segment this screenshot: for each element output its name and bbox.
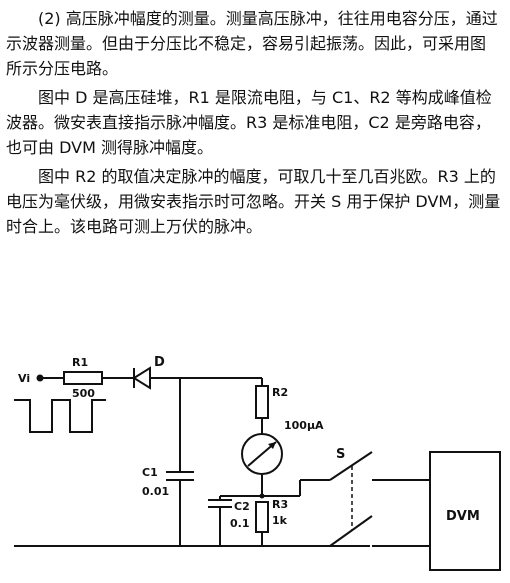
dvm-label: DVM	[446, 509, 480, 524]
input-pulse-waveform	[14, 399, 106, 433]
c2-value: 0.1	[230, 517, 250, 530]
paragraph-2: 图中 D 是高压硅堆，R1 是限流电阻，与 C1、R2 等构成峰值检波器。微安表…	[6, 88, 492, 157]
r3-value: 1k	[272, 514, 288, 527]
paragraph-1: (2) 高压脉冲幅度的测量。测量高压脉冲，往往用电容分压，通过示波器测量。但由于…	[6, 9, 510, 78]
d-diode	[132, 366, 151, 390]
r1-label: R1	[72, 356, 88, 369]
r3-resistor	[255, 501, 269, 533]
r1-resistor	[63, 371, 103, 385]
vi-label: Vi	[18, 372, 30, 385]
r1-value: 500	[72, 387, 95, 400]
r2-resistor	[255, 385, 269, 419]
switch-s-blade-lower[interactable]	[329, 515, 373, 547]
circuit-diagram: Vi R1 500 D C1 0.01 R2 100μA C2 0.1 R3 1…	[14, 355, 501, 571]
meter-needle-head	[268, 442, 276, 449]
document-text: (2) 高压脉冲幅度的测量。测量高压脉冲，往往用电容分压，通过示波器测量。但由于…	[6, 6, 510, 243]
meter-label: 100μA	[284, 419, 324, 432]
c2-label: C2	[234, 500, 250, 513]
r3-label: R3	[272, 498, 288, 511]
switch-s-blade-upper[interactable]	[329, 451, 373, 481]
c1-value: 0.01	[142, 485, 169, 498]
c1-label: C1	[142, 466, 158, 479]
dvm-box	[429, 451, 501, 571]
d-label: D	[154, 355, 165, 370]
paragraph-3: 图中 R2 的取值决定脉冲的幅度，可取几十至几百兆欧。R3 上的电压为毫伏级，用…	[6, 167, 501, 236]
r2-label: R2	[272, 386, 288, 399]
s-label: S	[336, 447, 345, 462]
